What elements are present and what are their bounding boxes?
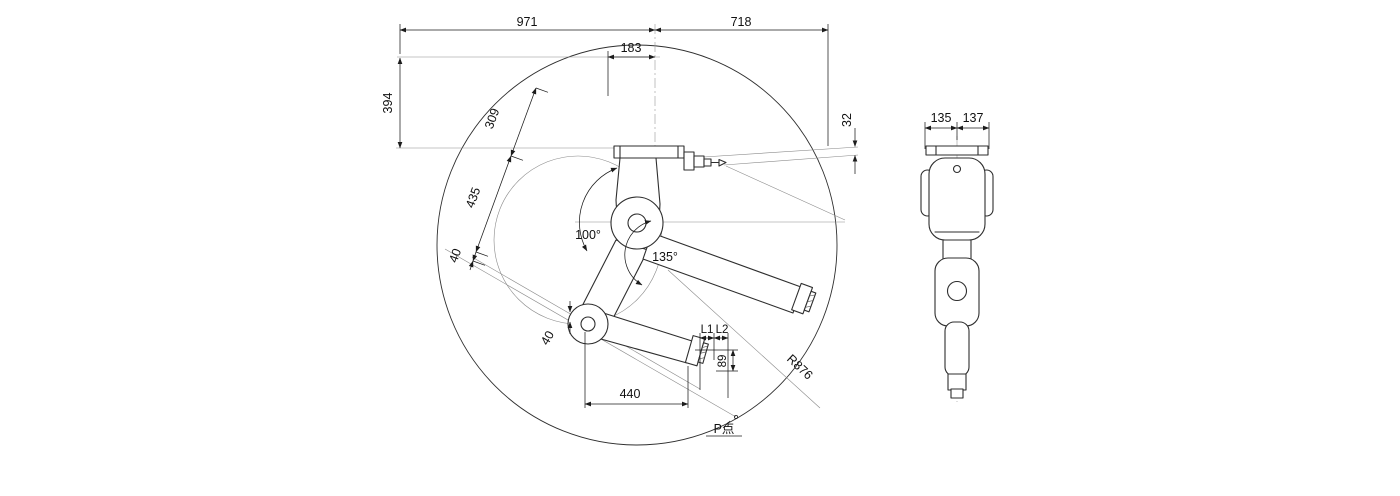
forearm-link-extended xyxy=(642,232,802,314)
dim-137: 137 xyxy=(956,111,990,149)
chain-tick-2 xyxy=(475,251,489,257)
p-point-marker: P点 xyxy=(706,415,742,437)
dim-32: 32 xyxy=(840,113,858,174)
dim-angle-100: 100° xyxy=(575,167,618,252)
elbow-joint-hub xyxy=(580,316,596,332)
dim-40-lower-label: 40 xyxy=(538,328,557,347)
front-wrist xyxy=(947,373,967,391)
front-shoulder-bolt xyxy=(952,164,962,174)
tool-block xyxy=(693,155,705,168)
dim-135: 135 xyxy=(924,111,958,149)
work-envelope-circle xyxy=(436,44,838,446)
dim-chain-309-435-40: 309 435 40 xyxy=(446,87,549,271)
dim-r876-label: R876 xyxy=(784,352,815,383)
dim-718-label: 718 xyxy=(731,15,752,29)
dim-394-label: 394 xyxy=(381,93,395,114)
dim-angle-135: 135° xyxy=(624,220,678,286)
wrist-hatch-extended xyxy=(805,294,816,308)
flange-reference-line-upper xyxy=(687,146,859,159)
angle-135-label: 135° xyxy=(652,250,678,264)
dim-435-line xyxy=(475,155,512,253)
tool-flange-assembly xyxy=(683,151,727,171)
dim-40-lower: 40 xyxy=(538,301,573,348)
dim-40-upper-label: 40 xyxy=(446,247,464,265)
angle-100-label: 100° xyxy=(575,228,601,242)
chain-tick-3 xyxy=(472,260,486,266)
mount-plate xyxy=(613,145,685,159)
dim-32-label: 32 xyxy=(840,113,854,127)
dim-718: 718 xyxy=(654,15,829,146)
wrist-flange-extended xyxy=(791,282,817,315)
front-tool-plate xyxy=(950,388,964,399)
dim-l1-l2: L1 L2 xyxy=(699,324,729,398)
angle-100-arc xyxy=(579,167,618,252)
dim-309-line xyxy=(510,87,537,157)
dim-40-upper-line-b xyxy=(468,260,474,271)
front-forearm xyxy=(944,321,970,377)
dimensions: 971 718 183 394 309 435 40 xyxy=(381,15,990,437)
front-elbow-hub xyxy=(946,280,968,302)
robot-side-view xyxy=(567,145,817,367)
tool-tip xyxy=(718,158,727,167)
dim-135-label: 135 xyxy=(931,111,952,125)
wrist-plate-down xyxy=(697,342,709,364)
flange-reference-line-lower xyxy=(723,154,859,166)
dim-183-label: 183 xyxy=(621,41,642,55)
dim-971-label: 971 xyxy=(517,15,538,29)
tool-holder xyxy=(703,158,712,167)
dim-440-label: 440 xyxy=(620,387,641,401)
front-mount-plate xyxy=(925,145,989,156)
robot-front-view xyxy=(920,145,994,399)
dim-89: 89 xyxy=(695,349,738,372)
chain-tick-0 xyxy=(535,87,549,93)
elbow-joint xyxy=(567,303,609,345)
p-point-label: P点 xyxy=(714,422,735,436)
dim-440: 440 xyxy=(584,332,689,408)
chain-tick-1 xyxy=(510,155,524,161)
front-elbow-housing xyxy=(934,257,980,327)
work-envelope xyxy=(436,44,838,446)
flange-cone-line xyxy=(725,165,846,221)
dim-l2-label: L2 xyxy=(716,324,729,336)
shoulder-joint xyxy=(610,196,664,250)
dim-137-label: 137 xyxy=(963,111,984,125)
angle-135-arc xyxy=(624,220,652,286)
dim-183: 183 xyxy=(607,41,656,96)
radius-leader-line xyxy=(667,269,821,409)
dim-40-upper-line xyxy=(472,251,478,262)
front-shoulder-housing xyxy=(928,157,986,241)
p-point-dot xyxy=(734,415,738,419)
flange-block xyxy=(683,151,695,171)
dim-89-label: 89 xyxy=(717,355,729,368)
dim-l1-label: L1 xyxy=(701,324,714,336)
p-point-leader xyxy=(722,420,731,429)
dim-309-label: 309 xyxy=(482,106,502,130)
dim-394: 394 xyxy=(381,57,403,149)
dim-r876: R876 xyxy=(784,352,815,383)
dim-971: 971 xyxy=(399,15,656,54)
dim-435-label: 435 xyxy=(463,185,483,209)
